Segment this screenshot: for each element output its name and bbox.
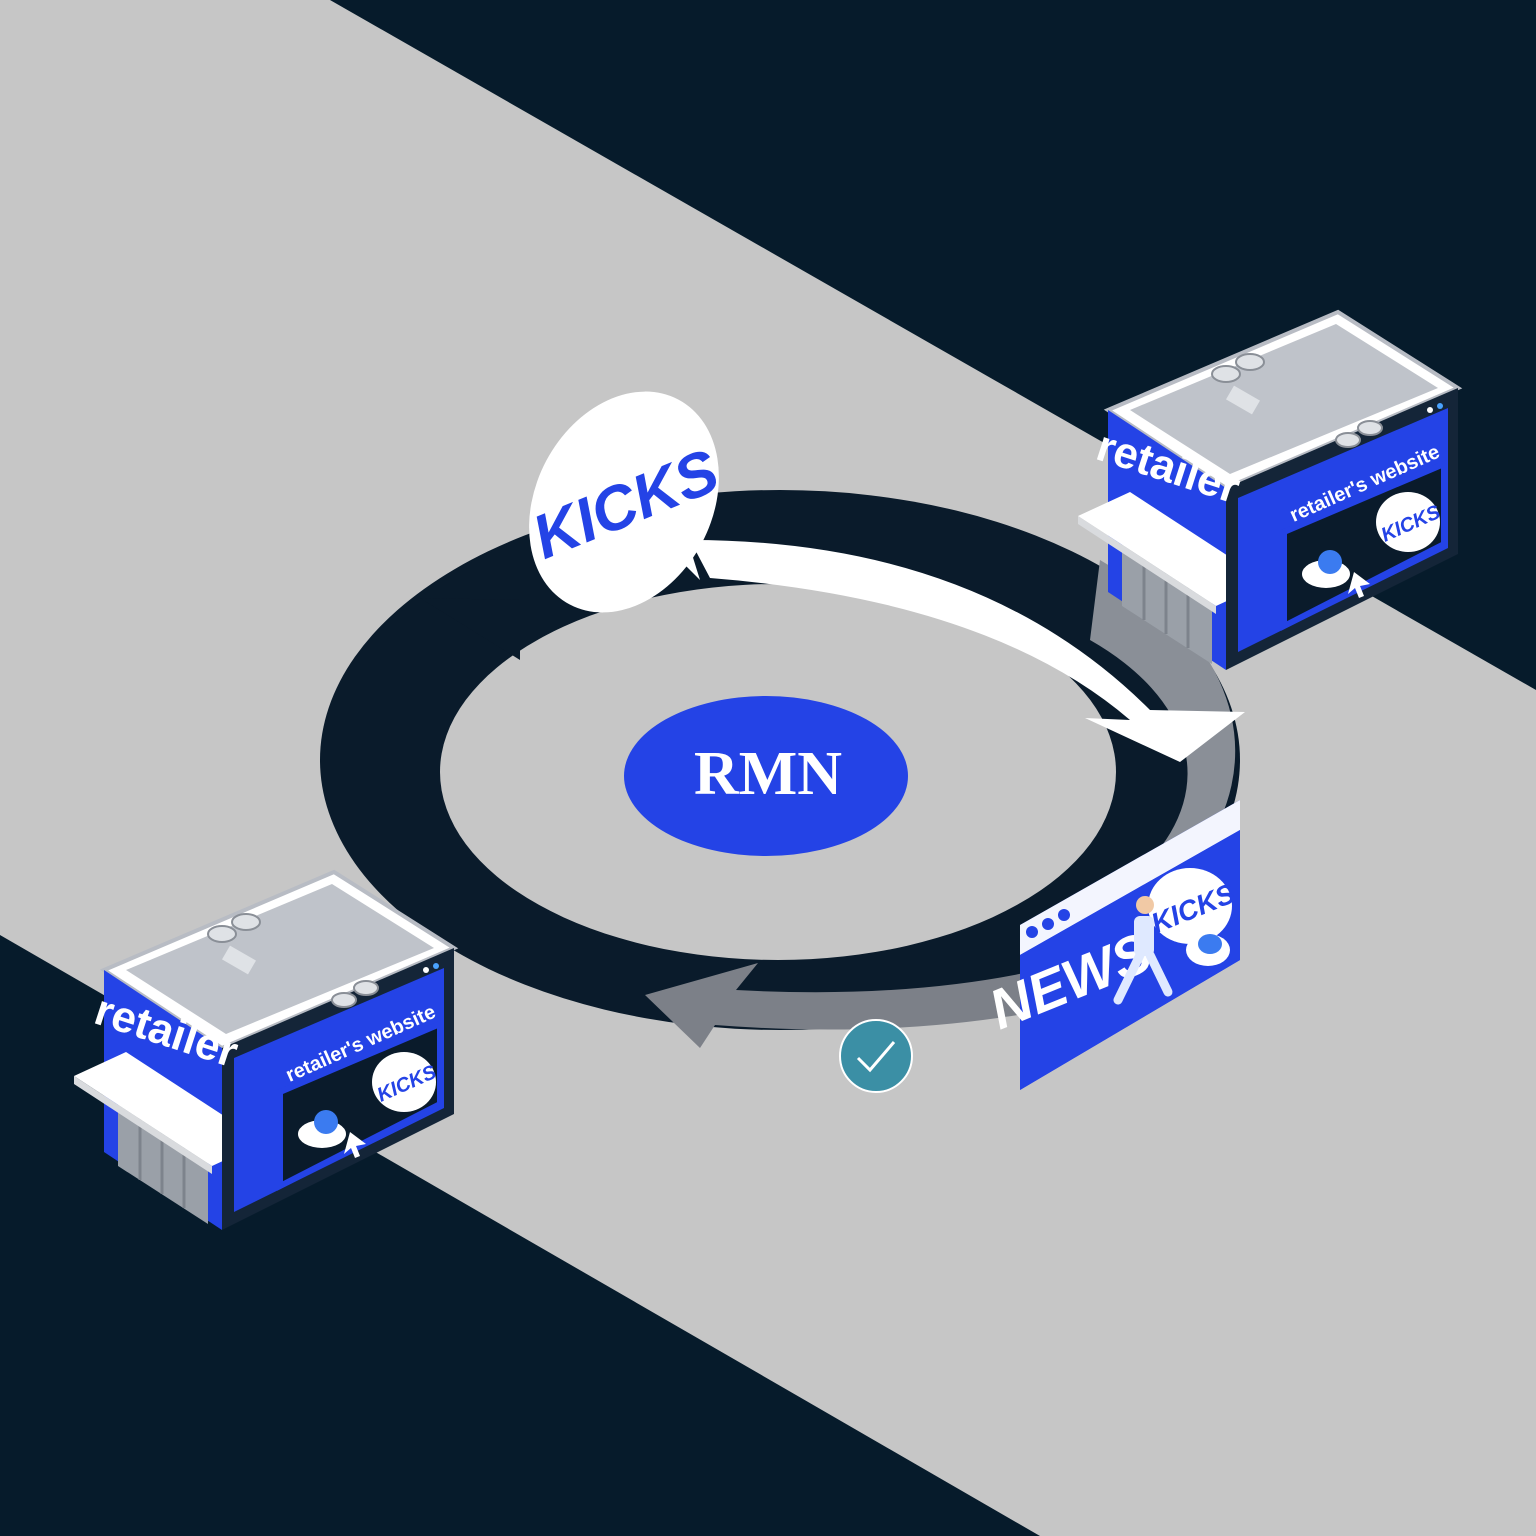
rmn-label: RMN: [694, 740, 842, 808]
store-bottom: retailer retailer's website KICKS: [74, 872, 454, 1230]
check-icon: [839, 1019, 913, 1093]
sneaker-icon: [1186, 934, 1230, 966]
cursor-icon: [1348, 572, 1370, 598]
cycle-ring-grey: [1090, 560, 1236, 860]
store-top: retailer retailer's website KICKS: [1078, 312, 1458, 670]
runner-icon: [1113, 896, 1173, 1005]
arrow-dark-head: [420, 598, 520, 660]
arrow-white: [690, 540, 1245, 762]
news-panel: KICKS NEWS: [981, 800, 1240, 1090]
rmn-oval: [624, 696, 908, 856]
arrow-grey: [645, 963, 1070, 1048]
kicks-bubble: [529, 391, 719, 613]
cursor-icon: [344, 1132, 366, 1158]
sneaker-icon: [298, 1110, 346, 1148]
sneaker-icon: [1302, 550, 1350, 588]
